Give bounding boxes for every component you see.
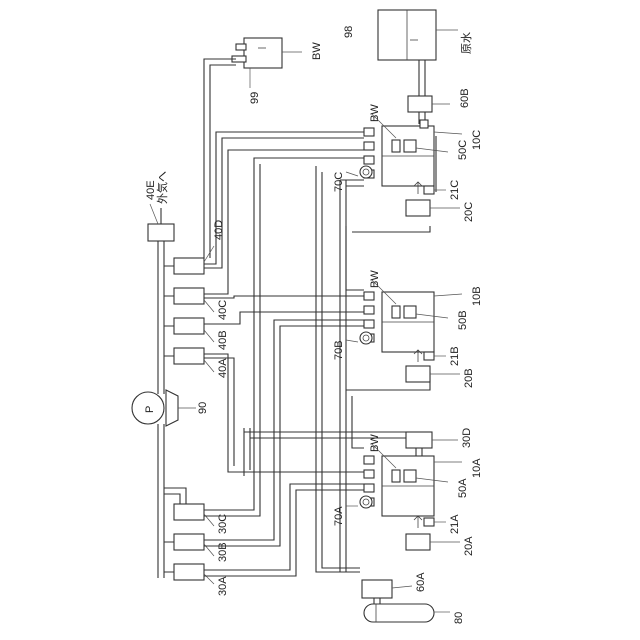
label-50c: 50C: [457, 140, 469, 160]
label-50a: 50A: [457, 478, 469, 498]
label-10b: 10B: [471, 286, 483, 306]
valve-30c: [174, 504, 204, 520]
container-80: [364, 604, 434, 622]
branch-pipes-30: [164, 542, 174, 572]
label-bw-c: BW: [369, 104, 381, 122]
label-10c: 10C: [471, 130, 483, 150]
label-bw-top: BW: [311, 42, 323, 60]
leader-line: [434, 294, 462, 296]
valve-60b: [408, 96, 432, 112]
level-sensor-70a: [360, 496, 372, 508]
label-pump: P: [144, 406, 156, 413]
label-10a: 10A: [471, 458, 483, 478]
label-70b: 70B: [333, 340, 345, 360]
label-to-outside-air: 外気へ: [155, 171, 169, 204]
valve-21b: [424, 352, 434, 360]
leader-line: [204, 360, 214, 372]
label-20b: 20B: [463, 368, 475, 388]
valve-21a: [424, 518, 434, 526]
valve-40d: [174, 258, 204, 274]
label-98: 98: [343, 26, 355, 38]
valve-21c: [424, 186, 434, 194]
leader-line: [150, 204, 158, 224]
label-99: 99: [249, 92, 261, 104]
pipe-98-60b: [419, 60, 425, 96]
leader-line: [204, 330, 214, 342]
label-bw-a: BW: [369, 434, 381, 452]
valve-40e: [148, 224, 174, 241]
branch-pipes-40: [164, 266, 174, 356]
label-21a: 21A: [449, 514, 461, 534]
label-70c: 70C: [333, 172, 345, 192]
label-40d: 40D: [213, 220, 225, 240]
valve-30d: [406, 432, 432, 448]
label-30d: 30D: [461, 428, 473, 448]
label-bw-b: BW: [369, 270, 381, 288]
label-30b: 30B: [217, 542, 229, 562]
level-sensor-70b: [360, 332, 372, 344]
valve-30a: [174, 564, 204, 580]
level-sensor-70c: [360, 166, 372, 178]
valve-60a: [362, 580, 392, 598]
label-21b: 21B: [449, 346, 461, 366]
tank-10a: [382, 456, 434, 516]
label-40b: 40B: [217, 330, 229, 350]
label-20a: 20A: [463, 536, 475, 556]
label-30a: 30A: [217, 576, 229, 596]
branch-pipes-30c: [164, 488, 186, 504]
label-30c: 30C: [217, 514, 229, 534]
leader-line: [204, 300, 214, 312]
tank-10b: [382, 292, 434, 352]
label-50b: 50B: [457, 310, 469, 330]
bw-tank-99: [232, 38, 282, 68]
link-10c-10b: [346, 226, 430, 290]
leader-line: [434, 132, 462, 134]
label-raw-water: 原水: [460, 32, 473, 54]
label-20c: 20C: [463, 202, 475, 222]
valve-40a: [174, 348, 204, 364]
label-60b: 60B: [459, 88, 471, 108]
leader-line: [392, 586, 412, 588]
valve-30b: [174, 534, 204, 550]
label-80: 80: [453, 612, 465, 624]
label-40c: 40C: [217, 300, 229, 320]
main-pipe-upper: [158, 241, 164, 394]
main-pipe-lower: [158, 424, 164, 578]
label-40a: 40A: [217, 358, 229, 378]
leader-line: [204, 246, 214, 262]
leader-line: [346, 340, 358, 342]
leader-line: [346, 172, 358, 176]
valve-40b: [174, 318, 204, 334]
label-60a: 60A: [415, 572, 427, 592]
label-70a: 70A: [333, 506, 345, 526]
tank-10c: [382, 126, 434, 186]
label-21c: 21C: [449, 180, 461, 200]
label-90: 90: [197, 402, 209, 414]
valve-40c: [174, 288, 204, 304]
raw-water-tank-98: [378, 10, 436, 60]
